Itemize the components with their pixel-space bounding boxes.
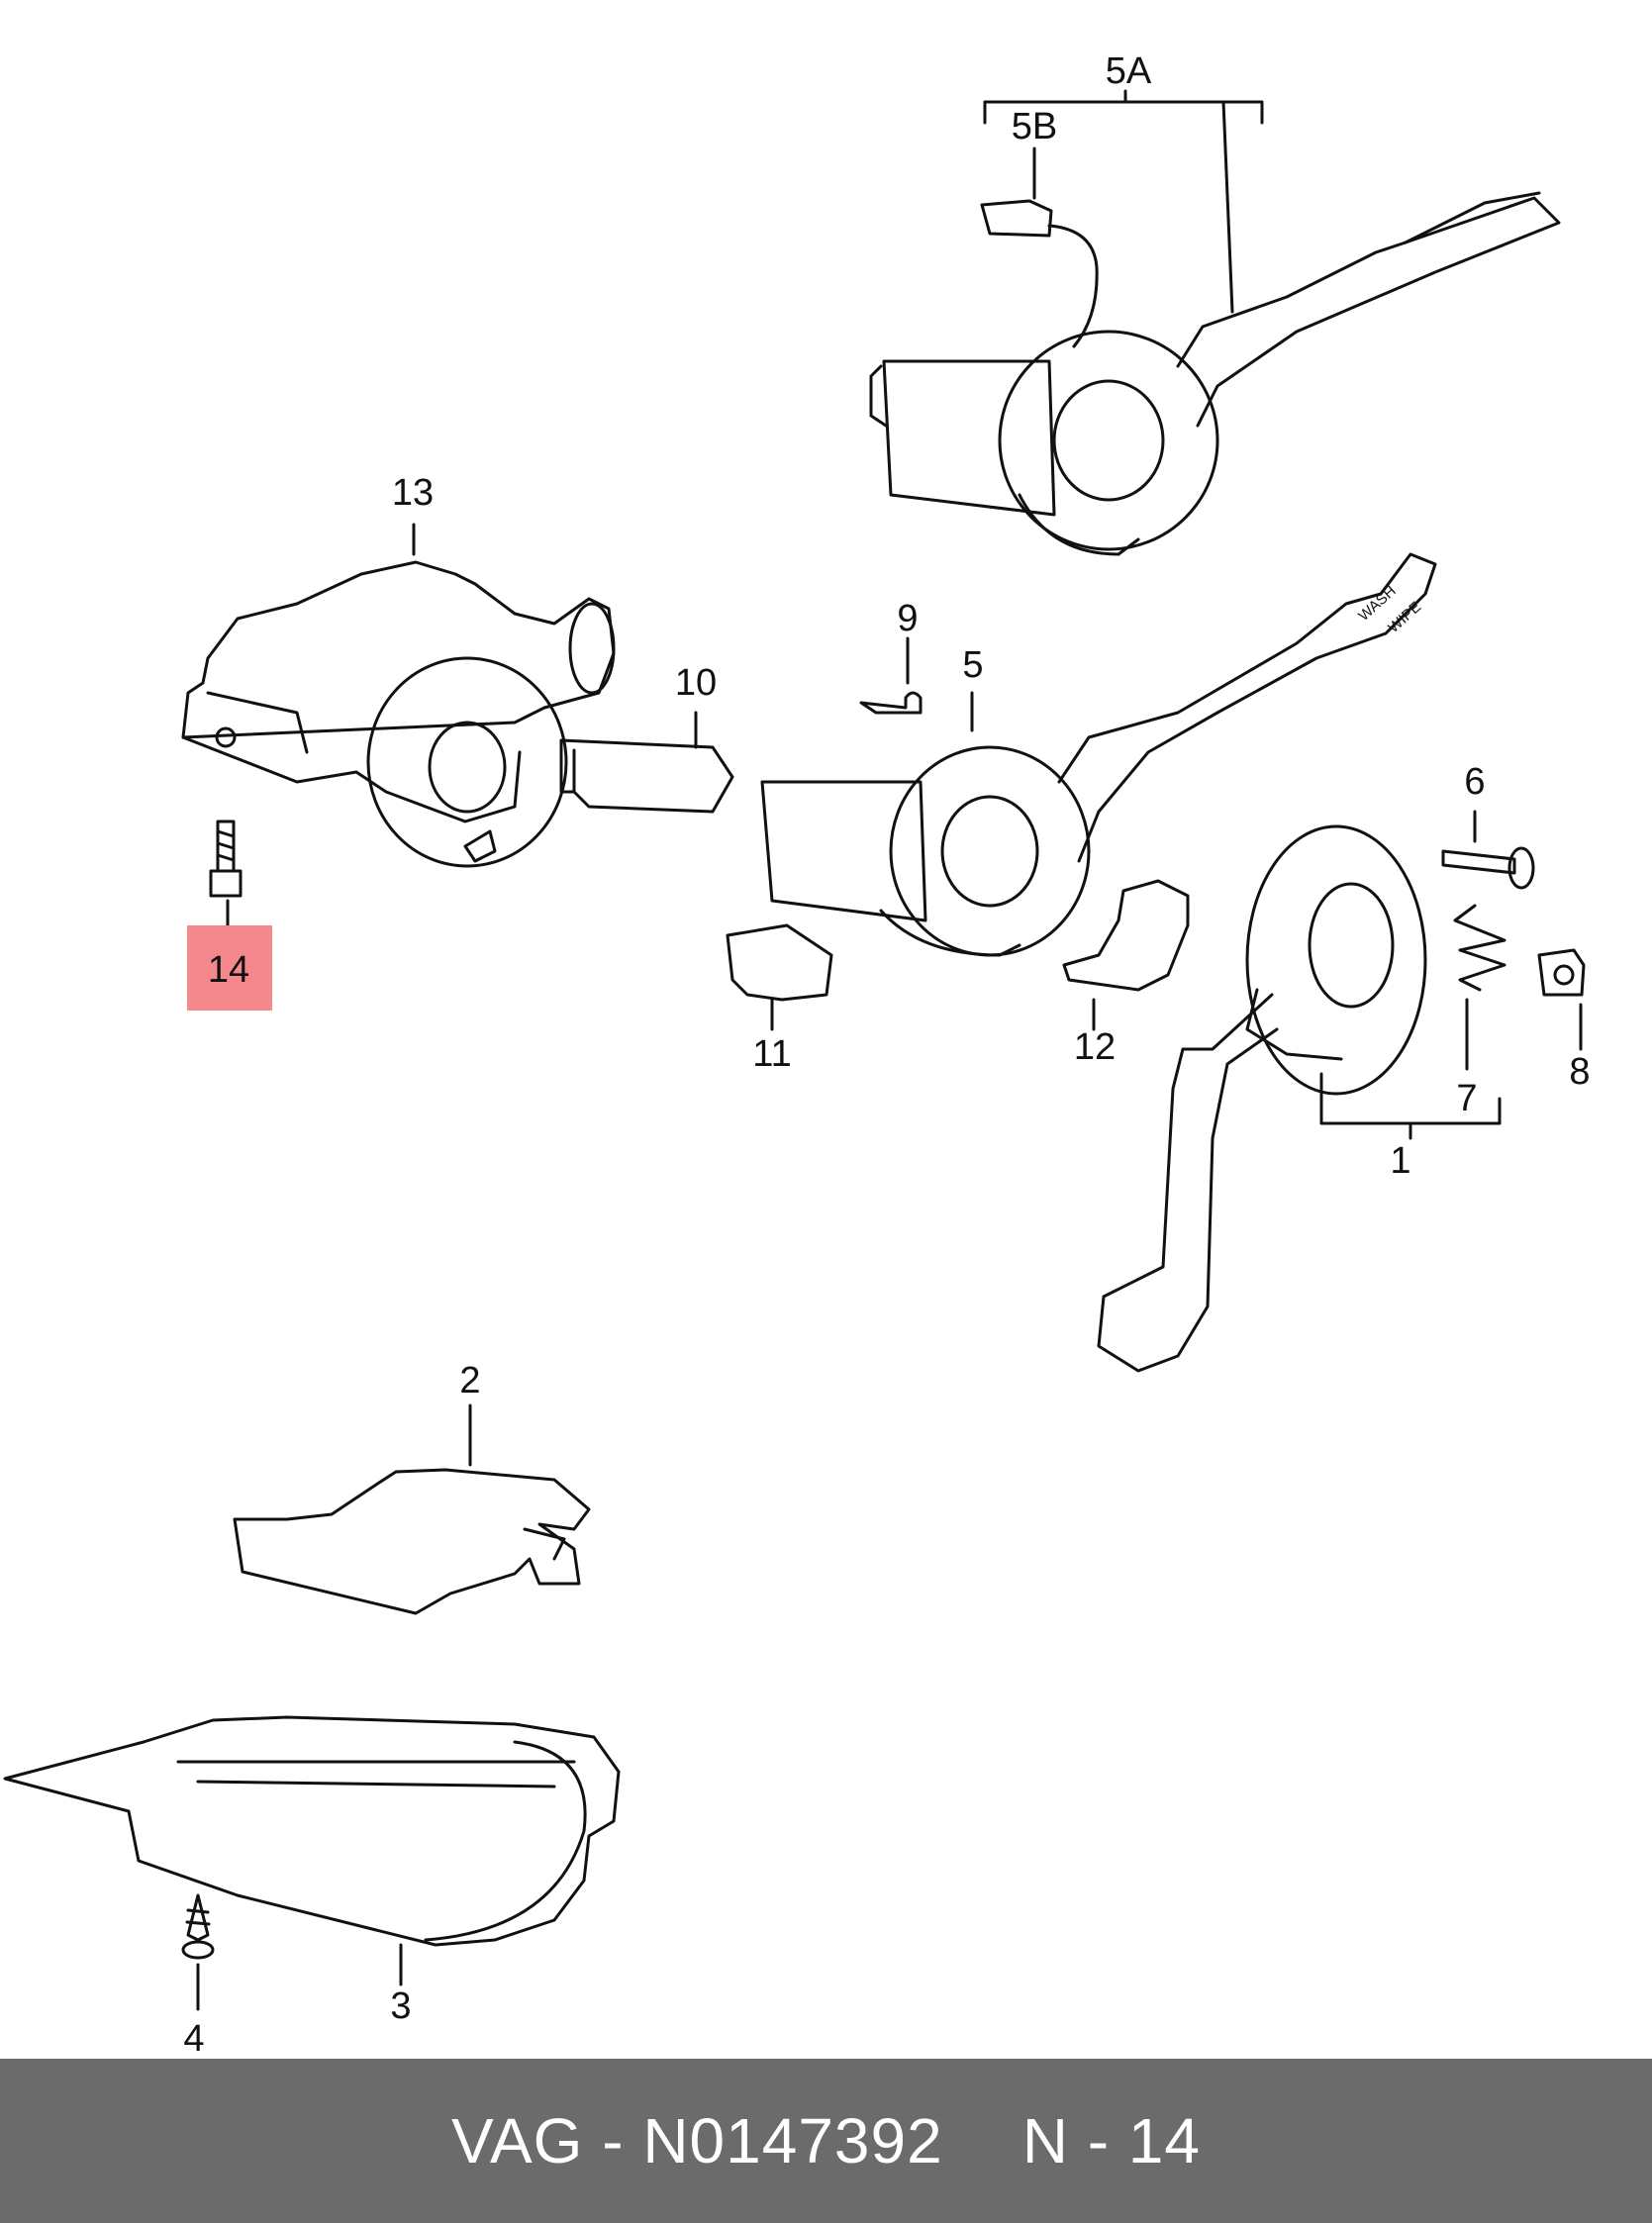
callout-9: 9 — [897, 598, 919, 639]
callout-5a: 5A — [1105, 50, 1152, 92]
parts-diagram: WASH WIPE — [3, 89, 1586, 2011]
footer-bar: VAG - N0147392 N - 14 — [0, 2059, 1652, 2223]
callout-6: 6 — [1464, 761, 1486, 803]
callout-8: 8 — [1569, 1051, 1591, 1093]
callout-10: 10 — [674, 662, 718, 704]
part-13-lock-housing — [181, 523, 616, 868]
callout-12: 12 — [1073, 1026, 1117, 1068]
part-9-clip — [859, 636, 923, 715]
part-11-insert — [726, 923, 833, 1031]
callout-5b: 5B — [1011, 106, 1058, 147]
callout-2: 2 — [459, 1360, 481, 1401]
highlight-box — [187, 925, 272, 1011]
callout-11: 11 — [752, 1033, 792, 1075]
part-3-lower-trim — [3, 1715, 621, 1986]
callout-1: 1 — [1390, 1140, 1411, 1182]
part-1-turn-signal-switch — [1097, 824, 1502, 1373]
part-2-upper-trim — [233, 1403, 591, 1615]
part-10-cap — [559, 711, 734, 814]
callout-5: 5 — [962, 644, 984, 686]
part-4-screw — [181, 1893, 215, 2011]
part-12-cover — [1062, 879, 1190, 1031]
lever-wipe-text: WIPE — [1385, 599, 1424, 636]
footer-part-number: VAG - N0147392 — [451, 2105, 943, 2176]
part-8-clip — [1537, 948, 1586, 1051]
part-7-spring — [1453, 904, 1506, 1071]
part-6-bolt — [1441, 810, 1535, 890]
callout-14: 14 — [207, 949, 250, 991]
callout-4: 4 — [183, 2018, 205, 2060]
callout-3: 3 — [390, 1985, 412, 2027]
part-14-screw — [209, 820, 243, 927]
part-5a-switch — [869, 89, 1561, 556]
part-5-wiper-switch — [760, 552, 1437, 957]
callout-13: 13 — [391, 472, 435, 514]
footer-position: N - 14 — [1021, 2105, 1201, 2176]
callout-7: 7 — [1456, 1078, 1478, 1119]
